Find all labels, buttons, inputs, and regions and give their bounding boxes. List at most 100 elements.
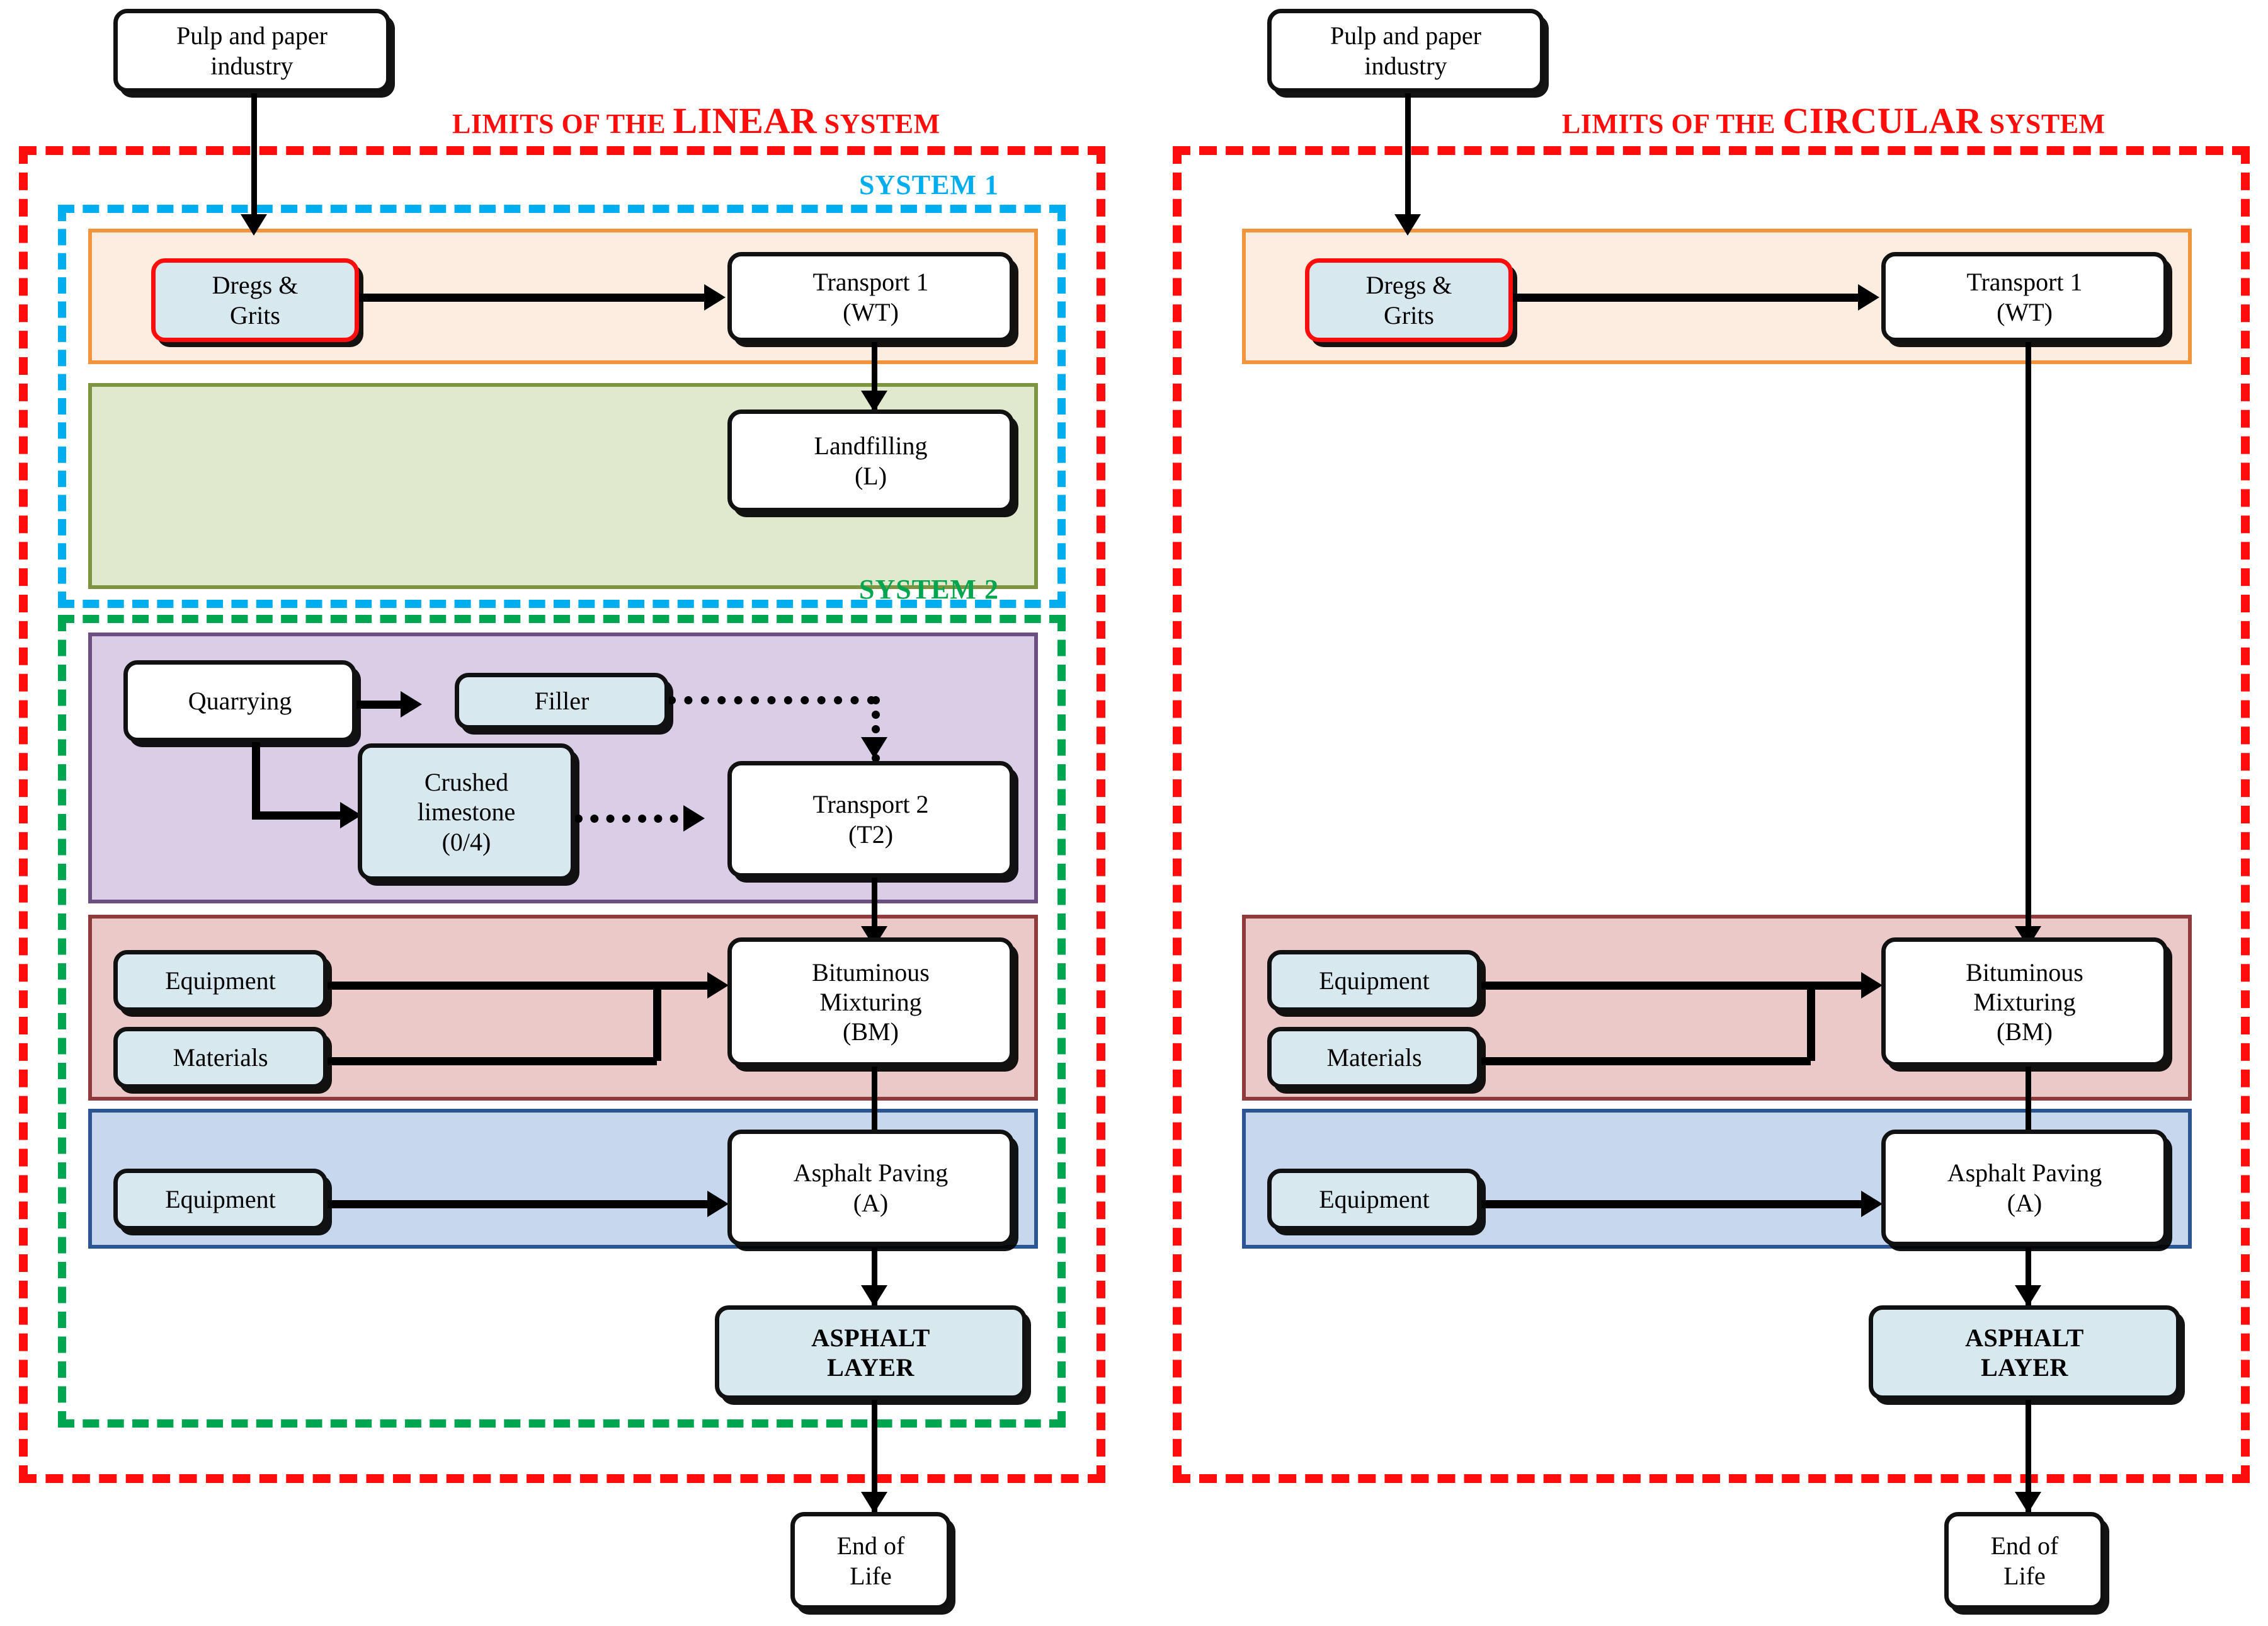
connector-materials-to-bm-left: [326, 1057, 657, 1065]
system-2-boundary: [58, 615, 1066, 1428]
node-equipment-mixturing-left[interactable]: Equipment: [113, 950, 328, 1012]
linear-label-suffix: SYSTEM: [817, 108, 940, 139]
node-filler-left[interactable]: Filler: [455, 673, 669, 730]
arrowhead-filler-to-transport2-left: [861, 737, 887, 759]
arrowhead-quarrying-to-filler-left: [401, 691, 422, 718]
circular-label-emphasis: CIRCULAR: [1782, 100, 1983, 141]
connector-filler-to-transport2-h-left: [668, 696, 875, 704]
node-label: Bituminous Mixturing (BM): [1966, 958, 2083, 1046]
node-materials-mixturing-left[interactable]: Materials: [113, 1027, 328, 1089]
node-bituminous-mixturing-left[interactable]: Bituminous Mixturing (BM): [727, 937, 1014, 1067]
arrowhead-source-to-dregs-right: [1394, 214, 1421, 236]
arrowhead-layer-to-eol-right: [2015, 1492, 2041, 1513]
system-1-boundary: [58, 205, 1066, 608]
node-pulp-paper-industry-right[interactable]: Pulp and paper industry: [1267, 9, 1544, 93]
node-label: Pulp and paper industry: [176, 21, 328, 80]
arrowhead-source-to-dregs-left: [241, 214, 267, 236]
connector-materials-riser-right: [1807, 982, 1815, 1061]
node-dregs-grits-right[interactable]: Dregs & Grits: [1305, 258, 1513, 342]
node-label: Dregs & Grits: [1365, 271, 1452, 329]
node-label: Transport 1 (WT): [1966, 268, 2083, 326]
node-materials-mixturing-right[interactable]: Materials: [1267, 1027, 1481, 1089]
node-label: Dregs & Grits: [212, 271, 299, 329]
node-equipment-paving-left[interactable]: Equipment: [113, 1169, 328, 1230]
node-transport1-right[interactable]: Transport 1 (WT): [1881, 252, 2168, 342]
connector-limestone-to-transport2-left: [574, 815, 694, 823]
node-asphalt-paving-right[interactable]: Asphalt Paving (A): [1881, 1130, 2168, 1246]
node-equipment-mixturing-right[interactable]: Equipment: [1267, 950, 1481, 1012]
node-pulp-paper-industry-left[interactable]: Pulp and paper industry: [113, 9, 390, 93]
connector-source-to-dregs-right: [1405, 93, 1411, 226]
node-transport1-left[interactable]: Transport 1 (WT): [727, 252, 1014, 342]
linear-label-emphasis: LINEAR: [673, 100, 818, 141]
connector-bm-to-paving-right: [2026, 1065, 2031, 1147]
connector-transport1-to-bm-right: [2026, 340, 2031, 958]
arrowhead-equipment-to-bm-left: [707, 972, 729, 999]
node-crushed-limestone-left[interactable]: Crushed limestone (0/4): [358, 743, 575, 881]
connector-paving-to-layer-right: [2026, 1247, 2031, 1317]
node-dregs-grits-left[interactable]: Dregs & Grits: [151, 258, 359, 342]
connector-equipment-to-paving-left: [326, 1200, 720, 1208]
arrowhead-equipment-to-paving-right: [1861, 1191, 1883, 1217]
connector-transport2-to-bm-left: [872, 876, 877, 958]
circular-system-boundary-label: LIMITS OF THE CIRCULAR SYSTEM: [1562, 100, 2106, 142]
node-label: Bituminous Mixturing (BM): [812, 958, 930, 1046]
node-label: Equipment: [165, 1185, 276, 1214]
node-label: Materials: [173, 1043, 268, 1072]
node-label: Quarrying: [188, 687, 292, 716]
node-label: Materials: [1326, 1043, 1422, 1072]
connector-source-to-dregs-left: [251, 93, 257, 226]
connector-layer-to-eol-right: [2026, 1382, 2031, 1520]
node-label: Filler: [534, 687, 590, 716]
connector-quarrying-to-limestone-left: [252, 811, 353, 820]
connector-transport1-to-landfilling-left: [872, 340, 877, 422]
connector-equipment-to-paving-right: [1480, 1200, 1874, 1208]
node-asphalt-layer-left[interactable]: ASPHALT LAYER: [715, 1305, 1027, 1400]
node-label: Transport 1 (WT): [812, 268, 929, 326]
node-label: Equipment: [1319, 966, 1430, 995]
node-end-of-life-right[interactable]: End of Life: [1944, 1512, 2105, 1610]
arrowhead-dregs-to-transport1-right: [1858, 284, 1879, 311]
node-asphalt-paving-left[interactable]: Asphalt Paving (A): [727, 1130, 1014, 1246]
node-equipment-paving-right[interactable]: Equipment: [1267, 1169, 1481, 1230]
node-quarrying-left[interactable]: Quarrying: [123, 660, 356, 742]
linear-system-boundary-label: LIMITS OF THE LINEAR SYSTEM: [452, 100, 940, 142]
arrowhead-equipment-to-bm-right: [1861, 972, 1883, 999]
connector-paving-to-layer-left: [872, 1247, 877, 1317]
system-2-label: SYSTEM 2: [859, 574, 999, 605]
node-label: Transport 2 (T2): [812, 790, 929, 849]
arrowhead-limestone-to-transport2-left: [683, 805, 705, 832]
node-label: Pulp and paper industry: [1330, 21, 1481, 80]
linear-system-boundary: [19, 146, 1105, 1483]
connector-quarrying-down-left: [252, 737, 260, 819]
arrowhead-paving-to-layer-right: [2015, 1285, 2041, 1307]
arrowhead-paving-to-layer-left: [861, 1285, 887, 1307]
connector-quarrying-to-filler-left: [353, 701, 413, 709]
node-transport2-left[interactable]: Transport 2 (T2): [727, 761, 1014, 878]
connector-materials-to-bm-right: [1480, 1057, 1811, 1065]
connector-equipment-to-bm-right: [1480, 982, 1874, 990]
node-label: End of Life: [836, 1532, 905, 1590]
node-bituminous-mixturing-right[interactable]: Bituminous Mixturing (BM): [1881, 937, 2168, 1067]
system-1-label: SYSTEM 1: [859, 169, 999, 200]
connector-equipment-to-bm-left: [326, 982, 720, 990]
connector-bm-to-paving-left: [872, 1065, 877, 1147]
circular-label-prefix: LIMITS OF THE: [1562, 108, 1783, 139]
arrowhead-transport1-to-landfilling-left: [861, 391, 887, 412]
connector-dregs-to-transport1-left: [359, 294, 718, 302]
node-label: Equipment: [1319, 1185, 1430, 1214]
node-label: Asphalt Paving (A): [1947, 1159, 2102, 1217]
connector-dregs-to-transport1-right: [1513, 294, 1872, 302]
node-landfilling-left[interactable]: Landfilling (L): [727, 409, 1014, 512]
circular-system-boundary: [1173, 146, 2250, 1483]
linear-label-prefix: LIMITS OF THE: [452, 108, 673, 139]
connector-materials-riser-left: [653, 982, 661, 1061]
node-label: ASPHALT LAYER: [811, 1323, 930, 1382]
node-label: Crushed limestone (0/4): [417, 768, 516, 856]
node-label: Asphalt Paving (A): [793, 1159, 949, 1217]
arrowhead-equipment-to-paving-left: [707, 1191, 729, 1217]
node-label: Landfilling (L): [814, 432, 928, 490]
node-asphalt-layer-right[interactable]: ASPHALT LAYER: [1869, 1305, 2180, 1400]
node-end-of-life-left[interactable]: End of Life: [790, 1512, 951, 1610]
